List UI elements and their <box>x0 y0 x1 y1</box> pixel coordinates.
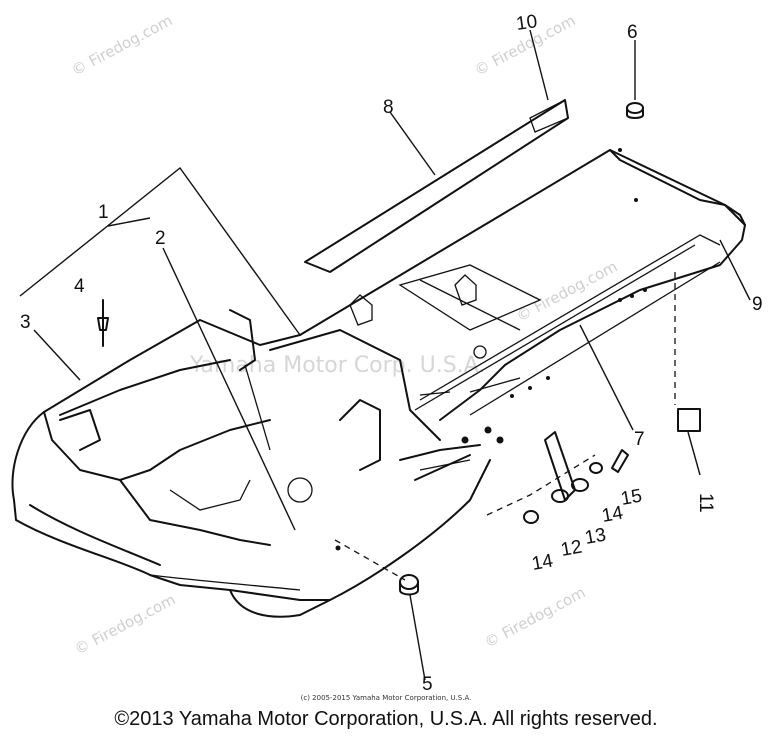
callout-14b: 14 <box>600 502 625 526</box>
callout-14a: 14 <box>530 550 555 574</box>
cap-part-6 <box>626 102 644 119</box>
leader-lines <box>19 29 751 681</box>
callout-5: 5 <box>422 674 433 695</box>
decal-strip <box>304 99 569 273</box>
hardware-area <box>486 454 596 516</box>
label-part-11 <box>677 408 701 432</box>
callout-13: 13 <box>583 525 607 549</box>
watermark-text: © Firedog.com <box>481 583 588 651</box>
hardware-parts <box>523 431 629 524</box>
callout-11: 11 <box>695 493 716 513</box>
callout-9: 9 <box>752 294 763 315</box>
callout-numbers: 1 2 3 4 5 6 7 8 9 10 11 12 13 14 14 15 <box>20 11 763 695</box>
callout-6: 6 <box>627 22 638 43</box>
copyright-notice: ©2013 Yamaha Motor Corporation, U.S.A. A… <box>114 708 658 730</box>
callout-8: 8 <box>383 97 394 118</box>
watermark-text: © Firedog.com <box>68 11 175 79</box>
callout-2: 2 <box>155 228 166 249</box>
callout-15: 15 <box>619 486 643 510</box>
frame-assembly <box>11 148 746 618</box>
callout-1: 1 <box>98 202 109 223</box>
watermark-center: Yamaha Motor Corp. U.S.A. <box>189 353 485 378</box>
callout-3: 3 <box>20 312 31 333</box>
rivet-part-4 <box>97 299 109 347</box>
callout-10: 10 <box>515 11 539 35</box>
callout-4: 4 <box>74 276 85 297</box>
watermark-text: © Firedog.com <box>71 590 178 658</box>
source-line: (c) 2005-2015 Yamaha Motor Corporation, … <box>301 694 472 702</box>
callout-12: 12 <box>559 537 583 561</box>
plug-part-5 <box>399 574 419 596</box>
callout-7: 7 <box>634 429 645 450</box>
